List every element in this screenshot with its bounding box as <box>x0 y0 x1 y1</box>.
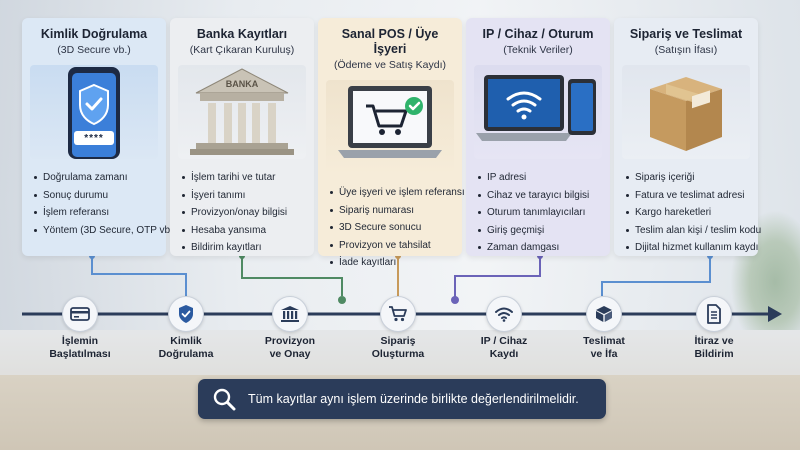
step-label-order: Sipariş Oluşturma <box>371 335 425 360</box>
list-item: Oturum tanımlayıcıları <box>478 204 602 222</box>
list-item: Hesaba yansıma <box>182 222 306 240</box>
list-item: Doğrulama zamanı <box>34 169 158 187</box>
card-title: Sanal POS / Üye İşyeri <box>341 27 439 56</box>
card-order-delivery: Sipariş ve Teslimat (Satışın İfası) Sipa… <box>614 18 761 257</box>
list-item: Fatura ve teslimat adresi <box>626 187 750 205</box>
card-subtitle: (Ödeme ve Satış Kaydı) <box>333 59 447 71</box>
step-node-ip <box>486 296 522 332</box>
list-item: Cihaz ve tarayıcı bilgisi <box>478 187 602 205</box>
list-item: Yöntem (3D Secure, OTP vb.) <box>34 222 176 240</box>
connector-dot-card-2-end <box>338 296 346 304</box>
connector-card-5 <box>601 256 711 296</box>
list-item: İşyeri tanımı <box>182 187 306 205</box>
step-label-approval: Provizyon ve Onay <box>264 335 316 360</box>
step-label-auth: Kimlik Doğrulama <box>158 335 214 360</box>
step-node-delivery <box>586 296 622 332</box>
card-bank-records: Banka Kayıtları (Kart Çıkaran Kuruluş) B… <box>170 18 314 256</box>
card-title: Sipariş ve Teslimat <box>629 27 743 41</box>
document-icon <box>707 304 721 324</box>
card-item-list: Üye işyeri ve işlem referansı Sipariş nu… <box>326 184 465 272</box>
card-ip-device-session: IP / Cihaz / Oturum (Teknik Veriler) IP … <box>466 18 610 256</box>
list-item: Bildirim kayıtları <box>182 239 306 257</box>
list-item: Teslim alan kişi / teslim kodu <box>626 222 761 240</box>
step-label-delivery: Teslimat ve İfa <box>583 335 625 360</box>
step-node-start <box>62 296 98 332</box>
phone-shield-icon: **** <box>30 65 158 159</box>
timeline-arrowhead <box>768 306 782 322</box>
connector-card-2 <box>241 256 343 296</box>
pin-text: **** <box>84 133 104 144</box>
step-node-approval <box>272 296 308 332</box>
laptop-cart-icon <box>326 80 454 174</box>
list-item: İşlem tarihi ve tutar <box>182 169 306 187</box>
list-item: Sonuç durumu <box>34 187 158 205</box>
step-label-start: İşlemin Başlatılması <box>49 335 111 360</box>
bank-icon <box>281 306 299 322</box>
card-subtitle: (Kart Çıkaran Kuruluş) <box>189 44 295 56</box>
list-item: Provizyon/onay bilgisi <box>182 204 306 222</box>
card-identity-verification: Kimlik Doğrulama (3D Secure vb.) **** Do… <box>22 18 176 256</box>
card-title: Banka Kayıtları <box>196 27 288 41</box>
package-box-icon <box>622 65 750 159</box>
credit-card-icon <box>70 307 90 321</box>
card-title: Kimlik Doğrulama <box>40 27 148 41</box>
step-label-dispute: İtiraz ve Bildirim <box>694 335 734 360</box>
step-node-order <box>380 296 416 332</box>
card-virtual-pos: Sanal POS / Üye İşyeri (Ödeme ve Satış K… <box>318 18 465 268</box>
bank-building-icon: BANKA <box>178 65 306 159</box>
list-item: Kargo hareketleri <box>626 204 750 222</box>
box-icon <box>596 306 612 322</box>
list-item: Sipariş numarası <box>330 202 454 220</box>
list-item: Üye işyeri ve işlem referansı <box>330 184 465 202</box>
devices-wifi-icon <box>474 65 602 159</box>
card-subtitle: (Satışın İfası) <box>654 44 718 56</box>
wifi-icon <box>495 307 513 322</box>
connector-dot-card-4-end <box>451 296 459 304</box>
step-node-dispute <box>696 296 732 332</box>
card-item-list: Doğrulama zamanı Sonuç durumu İşlem refe… <box>30 169 176 240</box>
list-item: Provizyon ve tahsilat <box>330 237 454 255</box>
step-node-auth <box>168 296 204 332</box>
list-item: Giriş geçmişi <box>478 222 602 240</box>
step-label-ip: IP / Cihaz Kaydı <box>480 335 528 360</box>
list-item: İade kayıtları <box>330 254 454 272</box>
card-title: IP / Cihaz / Oturum <box>482 27 594 41</box>
card-item-list: İşlem tarihi ve tutar İşyeri tanımı Prov… <box>178 169 306 257</box>
shield-check-icon <box>179 305 193 323</box>
connector-card-4 <box>454 256 541 300</box>
list-item: Sipariş içeriği <box>626 169 750 187</box>
card-item-list: IP adresi Cihaz ve tarayıcı bilgisi Otur… <box>474 169 602 257</box>
cart-icon <box>389 306 407 322</box>
list-item: Zaman damgası <box>478 239 602 257</box>
search-icon <box>213 388 236 411</box>
list-item: IP adresi <box>478 169 602 187</box>
bank-sign-text: BANKA <box>225 79 259 89</box>
card-item-list: Sipariş içeriği Fatura ve teslimat adres… <box>622 169 761 257</box>
footer-note-text: Tüm kayıtlar aynı işlem üzerinde birlikt… <box>248 392 579 406</box>
list-item: Dijital hizmet kullanım kaydı <box>626 239 758 257</box>
card-subtitle: (Teknik Veriler) <box>503 44 573 56</box>
connector-card-1 <box>91 256 187 296</box>
list-item: İşlem referansı <box>34 204 158 222</box>
card-subtitle: (3D Secure vb.) <box>57 44 131 56</box>
list-item: 3D Secure sonucu <box>330 219 454 237</box>
footer-note-banner: Tüm kayıtlar aynı işlem üzerinde birlikt… <box>198 379 606 419</box>
